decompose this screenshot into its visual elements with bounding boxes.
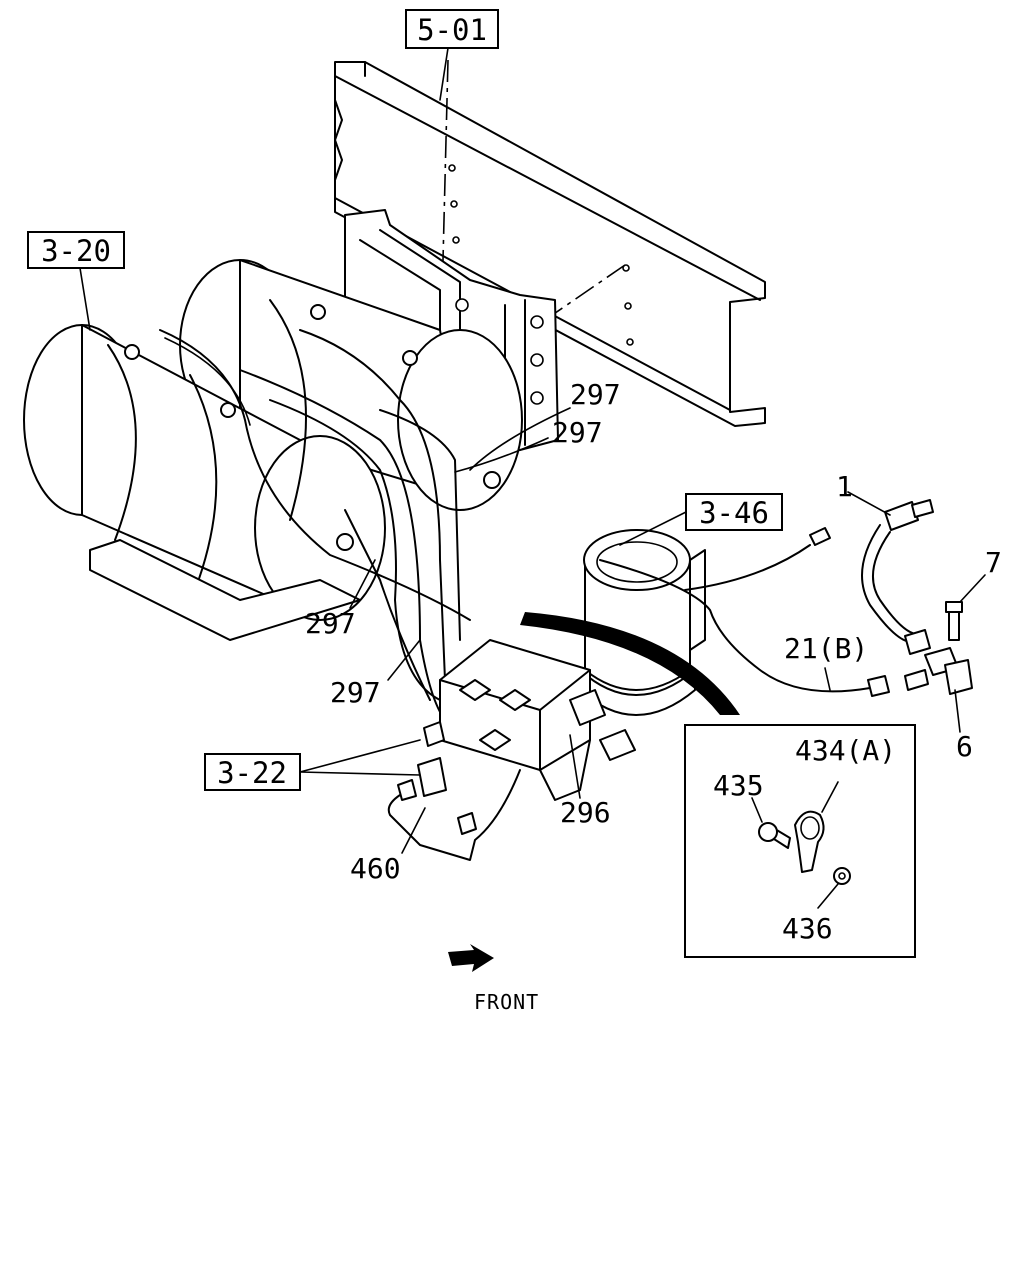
ref-label-3-20: 3-20 <box>41 234 111 268</box>
part-label-297-left: 297 <box>305 607 356 640</box>
hose-1 <box>861 499 973 695</box>
ref-label-5-01: 5-01 <box>417 13 487 47</box>
part-label-297-lower: 297 <box>330 676 381 709</box>
leader-lines <box>79 47 986 909</box>
pipe-21b <box>599 559 890 697</box>
air-tanks <box>23 259 523 641</box>
part-label-460: 460 <box>350 852 401 885</box>
frame-rail <box>334 59 766 427</box>
valve-block <box>439 639 636 801</box>
bolt-7 <box>945 601 963 641</box>
part-label-434a: 434(A) <box>795 734 896 767</box>
ref-box-3-46[interactable]: 3-46 <box>685 493 783 531</box>
front-direction-label: FRONT <box>474 990 539 1014</box>
part-label-7: 7 <box>985 546 1002 579</box>
black-hose <box>520 612 740 715</box>
ref-label-3-22: 3-22 <box>217 756 287 790</box>
ref-box-5-01[interactable]: 5-01 <box>405 9 499 49</box>
part-label-6: 6 <box>956 730 973 763</box>
pipe-460 <box>387 721 521 861</box>
part-label-436: 436 <box>782 912 833 945</box>
part-label-21b: 21(B) <box>784 632 868 665</box>
part-label-297-upper: 297 <box>570 378 621 411</box>
air-lines-297 <box>159 329 471 721</box>
part-label-1: 1 <box>836 470 853 503</box>
front-arrow-icon <box>448 944 494 972</box>
part-label-296: 296 <box>560 796 611 829</box>
ref-label-3-46: 3-46 <box>699 496 769 530</box>
ref-box-3-22[interactable]: 3-22 <box>204 753 301 791</box>
part-label-435: 435 <box>713 769 764 802</box>
detail-inset <box>684 724 916 958</box>
ref-box-3-20[interactable]: 3-20 <box>27 231 125 269</box>
part-label-297-middle: 297 <box>552 416 603 449</box>
